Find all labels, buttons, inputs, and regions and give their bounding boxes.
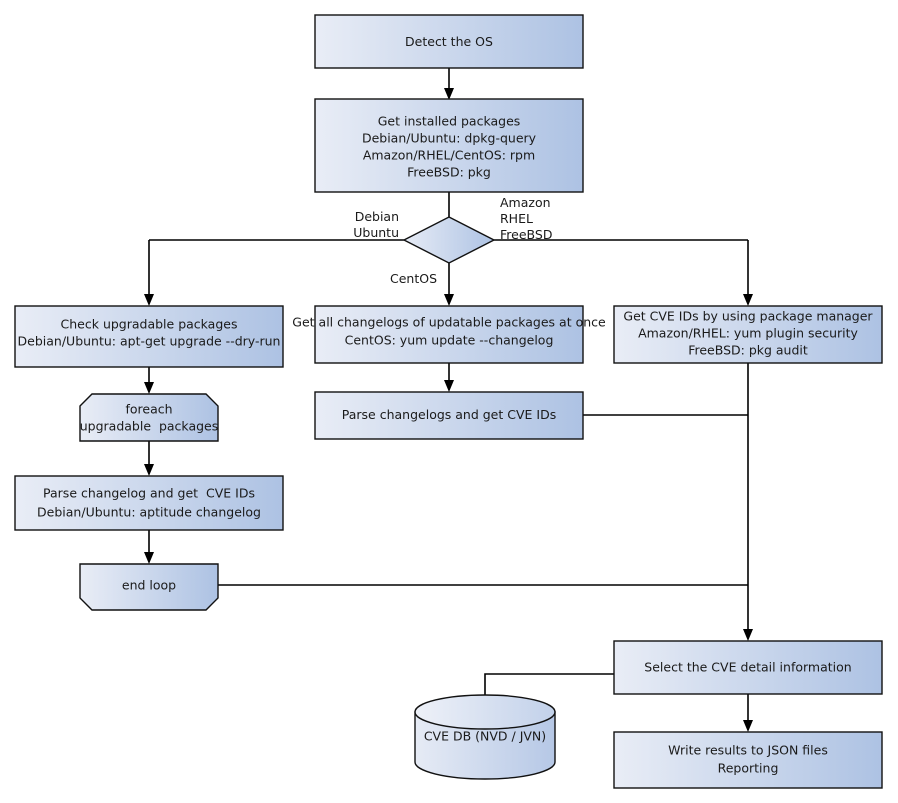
node-end-loop-shape — [79, 563, 219, 611]
edge-label-ubuntu: Ubuntu — [353, 225, 399, 240]
node-write-results-shape — [613, 731, 883, 789]
edge-label-centos: CentOS — [390, 271, 437, 286]
node-get-cve-ids-line-2: Amazon/RHEL: yum plugin security — [638, 326, 858, 341]
node-cve-database[interactable]: CVE DB (NVD / JVN) — [414, 694, 556, 780]
edge-label-amazon: Amazon — [500, 195, 551, 210]
node-parse-changelog-debian-line-1: Parse changelog and get CVE IDs — [43, 486, 255, 501]
node-write-results-line-1: Write results to JSON files — [668, 743, 828, 758]
node-os-decision[interactable] — [402, 216, 496, 264]
node-end-loop[interactable]: end loop — [79, 563, 219, 611]
arrowhead-icon — [444, 380, 454, 392]
arrowhead-icon — [743, 629, 753, 641]
node-select-cve-detail[interactable]: Select the CVE detail information — [613, 640, 883, 695]
edge-label-debian: Debian — [355, 209, 399, 224]
arrowhead-icon — [444, 294, 454, 306]
arrowhead-icon — [144, 552, 154, 564]
node-get-installed-packages[interactable]: Get installed packages Debian/Ubuntu: dp… — [314, 98, 584, 193]
node-select-cve-detail-label: Select the CVE detail information — [644, 660, 851, 675]
edge-label-amazon-rhel-freebsd: Amazon RHEL FreeBSD — [500, 195, 552, 242]
node-check-upgradable-line-2: Debian/Ubuntu: apt-get upgrade --dry-run — [18, 334, 281, 349]
node-select-cve-detail-shape — [613, 640, 883, 695]
arrowhead-icon — [743, 294, 753, 306]
node-get-installed-packages-line-1: Get installed packages — [378, 114, 521, 129]
node-parse-changelogs-centos[interactable]: Parse changelogs and get CVE IDs — [314, 391, 584, 440]
node-parse-changelogs-centos-shape — [314, 391, 584, 440]
node-parse-changelog-debian[interactable]: Parse changelog and get CVE IDs Debian/U… — [14, 475, 284, 531]
node-get-all-changelogs-shape — [314, 305, 584, 364]
node-foreach-loop-line-1: foreach — [125, 402, 172, 417]
node-get-installed-packages-line-3: Amazon/RHEL/CentOS: rpm — [363, 148, 535, 163]
node-parse-changelog-debian-shape — [14, 475, 284, 531]
connector-layer — [144, 68, 753, 732]
node-get-cve-ids-line-3: FreeBSD: pkg audit — [688, 343, 808, 358]
edge-label-debian-ubuntu: Debian Ubuntu — [353, 209, 399, 240]
arrowhead-icon — [144, 294, 154, 306]
node-foreach-loop[interactable]: foreach upgradable packages — [79, 393, 219, 442]
edge-label-rhel: RHEL — [500, 211, 533, 226]
edge-label-freebsd: FreeBSD — [500, 227, 552, 242]
node-get-cve-ids-pkg-manager[interactable]: Get CVE IDs by using package manager Ama… — [613, 305, 883, 364]
node-get-installed-packages-line-4: FreeBSD: pkg — [407, 165, 491, 180]
node-cve-database-top — [414, 694, 556, 730]
node-foreach-loop-line-2: upgradable packages — [80, 419, 219, 434]
node-parse-changelog-debian-line-2: Debian/Ubuntu: aptitude changelog — [37, 505, 261, 520]
node-cve-database-body — [414, 711, 556, 780]
node-write-results[interactable]: Write results to JSON files Reporting — [613, 731, 883, 789]
edge-label-centos-text: CentOS — [390, 271, 437, 286]
node-foreach-loop-shape — [79, 393, 219, 442]
node-get-installed-packages-line-2: Debian/Ubuntu: dpkg-query — [362, 131, 537, 146]
node-detect-os-label: Detect the OS — [405, 34, 493, 49]
node-get-all-changelogs-line-1: Get all changelogs of updatable packages… — [292, 315, 606, 330]
node-cve-database-label: CVE DB (NVD / JVN) — [424, 729, 546, 744]
node-get-all-changelogs[interactable]: Get all changelogs of updatable packages… — [292, 305, 606, 364]
arrowhead-icon — [144, 464, 154, 476]
arrowhead-icon — [444, 88, 454, 100]
arrowhead-icon — [743, 720, 753, 732]
node-end-loop-label: end loop — [122, 578, 176, 593]
node-check-upgradable[interactable]: Check upgradable packages Debian/Ubuntu:… — [14, 305, 284, 368]
node-check-upgradable-shape — [14, 305, 284, 368]
node-get-cve-ids-pkg-manager-shape — [613, 305, 883, 364]
node-detect-os[interactable]: Detect the OS — [314, 14, 584, 69]
node-parse-changelogs-centos-label: Parse changelogs and get CVE IDs — [342, 407, 556, 422]
node-detect-os-shape — [314, 14, 584, 69]
node-get-installed-packages-shape — [314, 98, 584, 193]
node-os-decision-shape — [402, 216, 496, 264]
arrowhead-icon — [144, 382, 154, 394]
node-get-cve-ids-line-1: Get CVE IDs by using package manager — [623, 309, 873, 324]
node-get-all-changelogs-line-2: CentOS: yum update --changelog — [345, 333, 554, 348]
node-check-upgradable-line-1: Check upgradable packages — [61, 317, 238, 332]
node-write-results-line-2: Reporting — [718, 761, 779, 776]
